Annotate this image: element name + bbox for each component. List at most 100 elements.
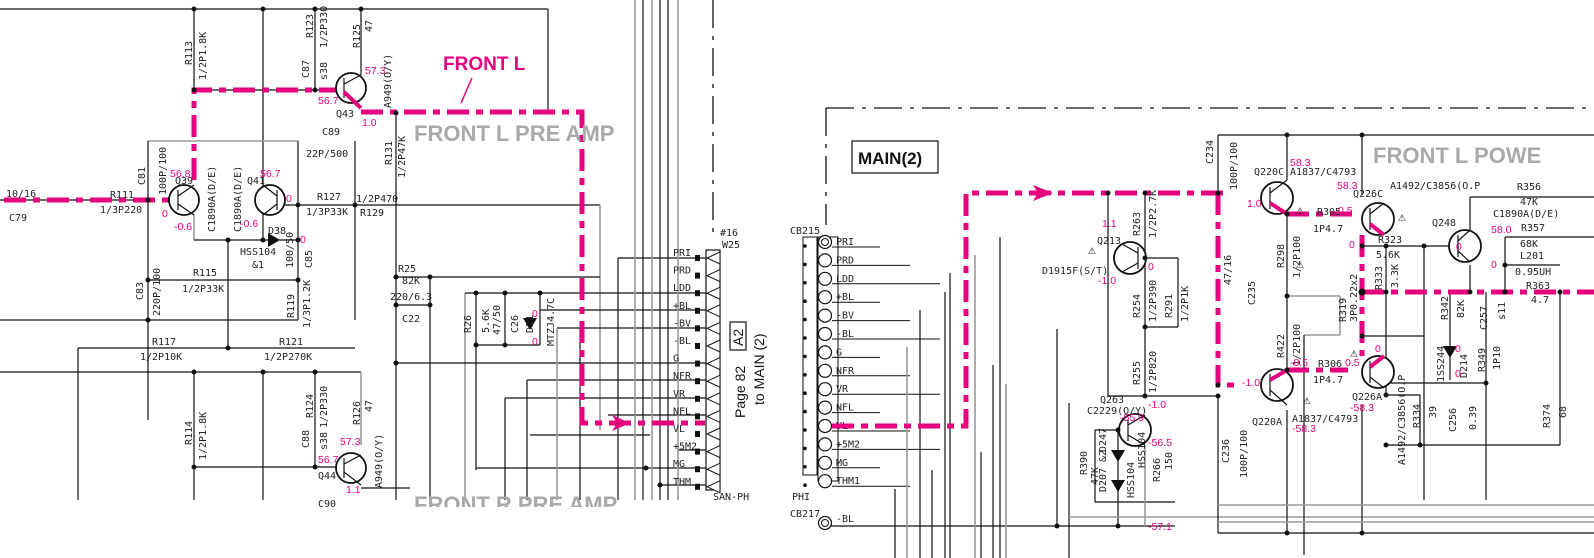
r263-ref: R263	[1132, 212, 1143, 236]
q263-part: C2229(O/Y)	[1087, 406, 1147, 417]
r357-value: 68K	[1520, 239, 1538, 250]
main-board-label: MAIN(2)	[858, 149, 922, 168]
c22-value: 220/6.3	[390, 292, 432, 303]
r111-ref: R111	[110, 190, 134, 201]
r115-ref: R115	[193, 268, 217, 279]
d38-part: HSS104	[240, 247, 276, 258]
cb217-pin: -BL	[836, 514, 854, 525]
voltage-q39-collector: 56.8	[170, 168, 191, 180]
r129-ref: R129	[360, 208, 384, 219]
junction-dots-left	[145, 6, 663, 488]
c81-ref: C81	[137, 167, 148, 185]
voltage-q248-collector: 58.0	[1491, 224, 1512, 236]
l201-value: 0.95UH	[1515, 267, 1551, 278]
cb215-pin: PRD	[803, 253, 910, 268]
r127-ref: R127	[317, 192, 341, 203]
c88-value: s38	[319, 432, 330, 450]
cb215-pin-label: PRI	[836, 237, 854, 248]
r390-value: 47K	[1090, 467, 1101, 485]
d247-ref: D247	[1098, 428, 1109, 452]
voltage-q39-base: 0	[162, 208, 168, 220]
w25-pin-label: -BL	[673, 336, 691, 347]
r422-ref: R422	[1276, 334, 1287, 358]
q39-part: C1890A(D/E)	[207, 166, 218, 232]
r124-value: 1/2P330	[319, 386, 330, 428]
w25-pin: VR	[673, 389, 721, 406]
transistor-q220a	[1260, 368, 1294, 406]
q226c-ref: Q226C	[1353, 189, 1383, 200]
w25-pin-label: THM	[673, 477, 691, 488]
diode-d207-symbol	[1111, 480, 1125, 492]
r323-value: 5.6K	[1376, 250, 1400, 261]
c256-ref: C256	[1448, 408, 1459, 432]
power-amp-wiring	[830, 134, 1594, 558]
warning-icons: ⚠ ⚠ ⚠ ⚠ ⚠ ⚠	[1088, 203, 1406, 408]
diode-d38-symbol	[268, 233, 280, 247]
w25-pin-label: +5M2	[673, 442, 697, 453]
signal-leader-line	[460, 77, 473, 104]
c87-ref: C87	[301, 60, 312, 78]
c83-value: 220P/100	[152, 268, 163, 316]
l201-ref: L201	[1520, 251, 1544, 262]
signal-path-c235	[1215, 193, 1240, 388]
w25-pin-label: LDD	[673, 283, 691, 294]
r298-ref: R298	[1276, 244, 1287, 268]
r26-ref: R26	[463, 315, 474, 333]
cb215-pin: G	[803, 345, 880, 360]
c89-ref: C89	[322, 127, 340, 138]
voltage-d38: 0	[300, 234, 306, 246]
voltage-q263-base: -55.9	[1120, 412, 1144, 424]
r117-ref: R117	[152, 337, 176, 348]
c256-value: 0.39	[1468, 406, 1479, 430]
cb215-pin-label: VR	[836, 384, 849, 395]
r349-value: 1P10	[1492, 346, 1503, 370]
cb217-connector	[817, 515, 833, 531]
r374-value: 68	[1558, 406, 1569, 418]
voltage-q41-collector: 56.7	[260, 168, 281, 180]
r422-value: 1/2P100	[1292, 324, 1303, 366]
r266-ref: R266	[1152, 458, 1163, 482]
w25-pin-label: MG	[673, 459, 685, 470]
r390-ref: R390	[1079, 451, 1090, 475]
phi-label: PHI	[792, 492, 810, 503]
signal-path-q43-w25	[361, 109, 705, 426]
r342-ref: R342	[1440, 296, 1451, 320]
voltage-q41-base: 0	[286, 193, 292, 205]
c235-ref: C235	[1247, 281, 1258, 305]
r129-value: 1/2P470	[356, 194, 398, 205]
r111-value: 1/3P220	[100, 205, 142, 216]
r254-ref: R254	[1132, 294, 1143, 318]
r114-ref: R114	[184, 421, 195, 445]
transistor-q43	[335, 72, 367, 110]
voltage-q263-collector: -1.0	[1148, 399, 1166, 411]
cb215-pin: -BV	[803, 308, 910, 323]
cb215-pin-label: NFL	[836, 403, 854, 414]
r254-value: 1/2P390	[1148, 280, 1159, 322]
section-title-power-amp: FRONT L POWE	[1373, 143, 1541, 168]
signal-path-cb215-q220	[832, 190, 1230, 429]
voltage-negative-rail: -57.1	[1148, 521, 1172, 533]
w25-pin: +BL	[673, 301, 721, 318]
r121-ref: R121	[279, 337, 303, 348]
cb215-pin: VR	[803, 382, 940, 397]
c79-ref: C79	[9, 213, 27, 224]
c22-ref: C22	[402, 314, 420, 325]
w25-pin: +5M2	[673, 442, 721, 459]
d207-part: HSS104	[1126, 462, 1137, 498]
r25-value: 82K	[402, 276, 420, 287]
w25-pin: -BL	[673, 336, 721, 353]
q220c-ref: Q220C	[1254, 167, 1284, 178]
c235-value: 47/16	[1223, 255, 1234, 285]
r363-ref: R363	[1526, 281, 1550, 292]
cb215-pin-label: PRD	[836, 255, 854, 266]
r305-value: 1P4.7	[1313, 224, 1343, 235]
voltage-q44-emitter: 57.3	[340, 436, 361, 448]
diode-d214-symbol	[1443, 346, 1457, 358]
r333-value: 3.3K	[1390, 264, 1401, 288]
r298-value: 1/2P100	[1292, 236, 1303, 278]
c83-ref: C83	[135, 282, 146, 300]
voltage-q41-emitter: -0.6	[240, 218, 258, 230]
r363-value: 4.7	[1531, 295, 1549, 306]
